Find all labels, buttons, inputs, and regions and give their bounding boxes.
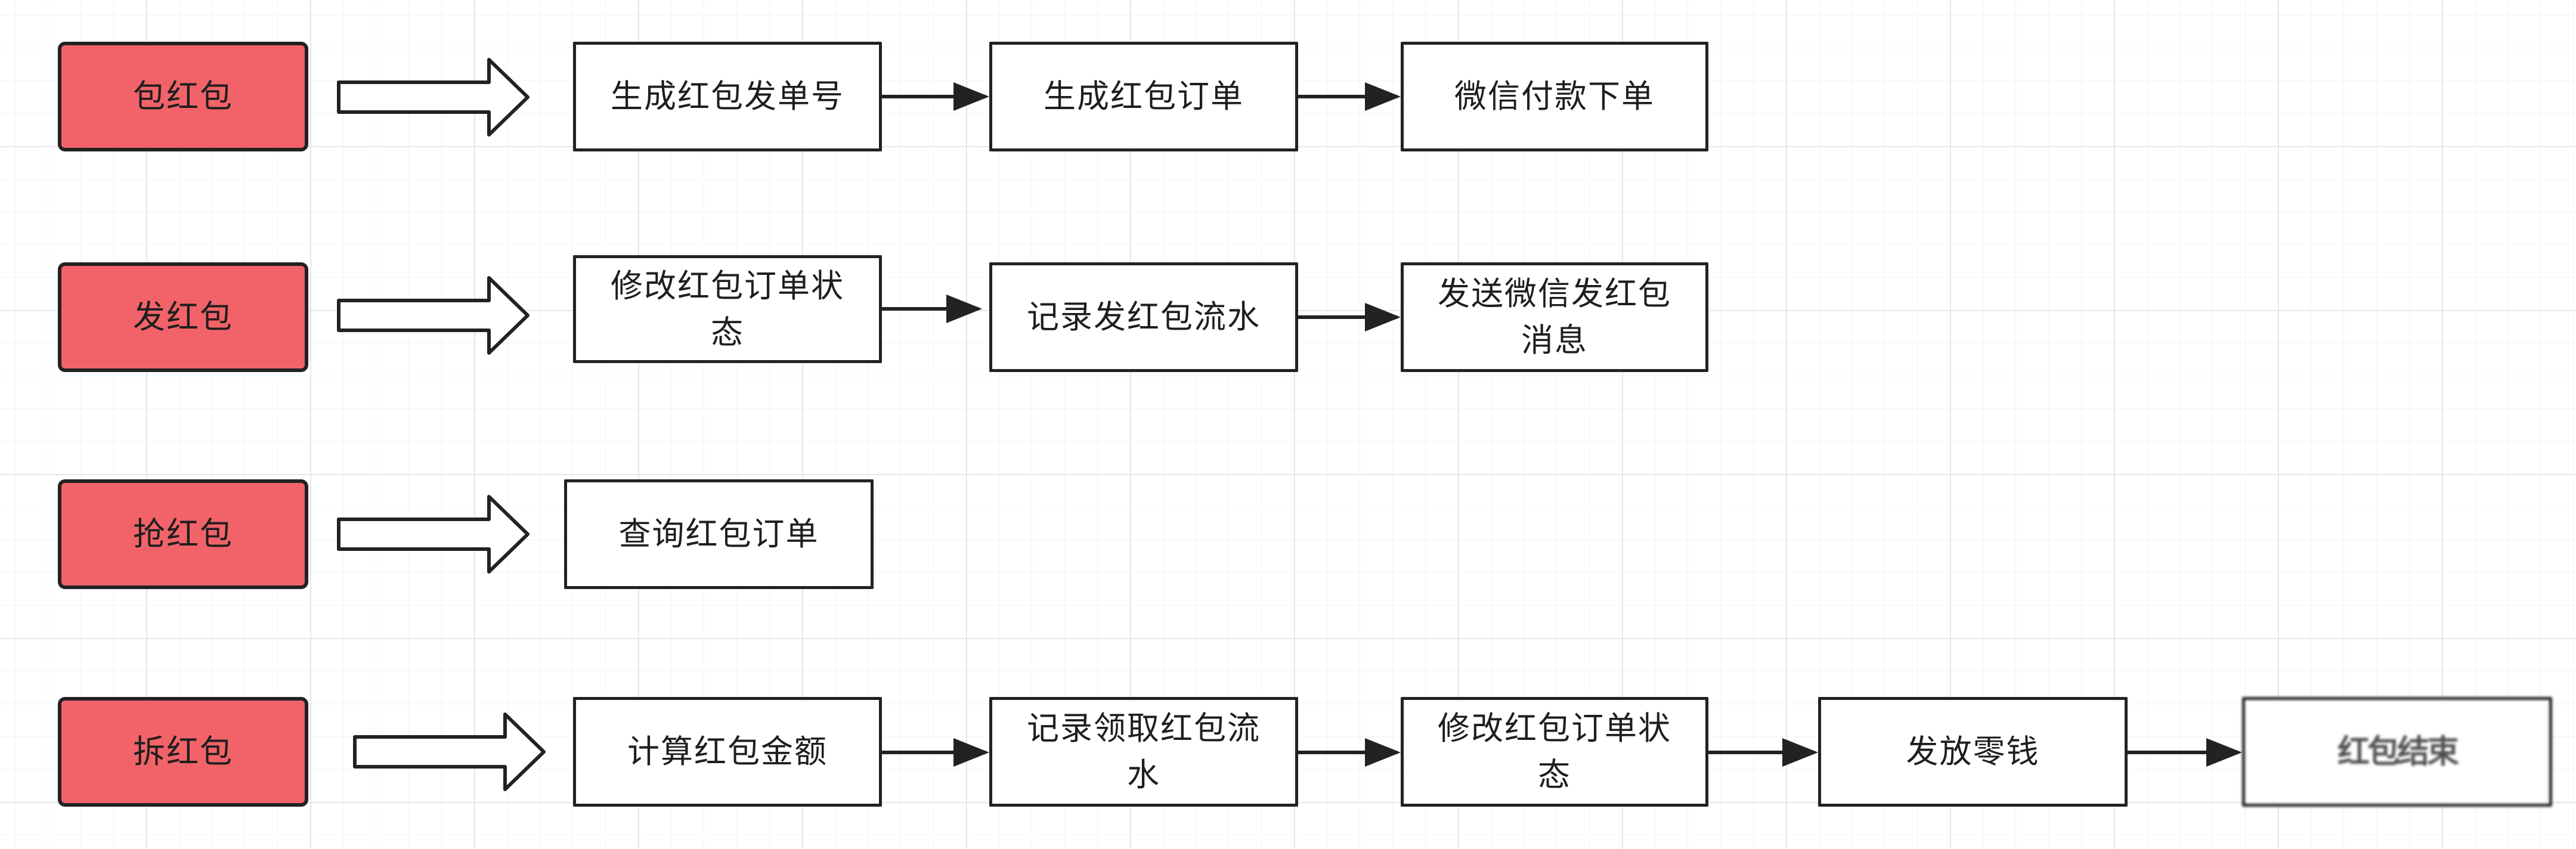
step-calculate-amount: 计算红包金额 <box>573 697 882 807</box>
step-wechat-payment: 微信付款下单 <box>1401 42 1708 151</box>
step-record-receive-log: 记录领取红包流 水 <box>989 697 1298 807</box>
row-3-hollow-arrow <box>337 495 530 574</box>
action-node-fa-hongbao: 发红包 <box>58 262 308 372</box>
step-issue-change: 发放零钱 <box>1818 697 2128 807</box>
action-node-bao-hongbao: 包红包 <box>58 42 308 151</box>
step-blurred-final: 红包结束 <box>2242 697 2552 807</box>
step-update-order-status-final: 修改红包订单状 态 <box>1401 697 1708 807</box>
action-node-chai-hongbao: 拆红包 <box>58 697 308 807</box>
step-send-wechat-message: 发送微信发红包 消息 <box>1401 262 1708 372</box>
row-2-hollow-arrow <box>337 276 530 355</box>
step-generate-order-number: 生成红包发单号 <box>573 42 882 151</box>
step-update-order-status: 修改红包订单状 态 <box>573 255 882 363</box>
row-1-hollow-arrow <box>337 58 530 137</box>
action-node-qiang-hongbao: 抢红包 <box>58 479 308 589</box>
row-4-hollow-arrow <box>353 712 546 791</box>
step-record-send-log: 记录发红包流水 <box>989 262 1298 372</box>
step-query-order: 查询红包订单 <box>564 479 874 589</box>
step-generate-order: 生成红包订单 <box>989 42 1298 151</box>
